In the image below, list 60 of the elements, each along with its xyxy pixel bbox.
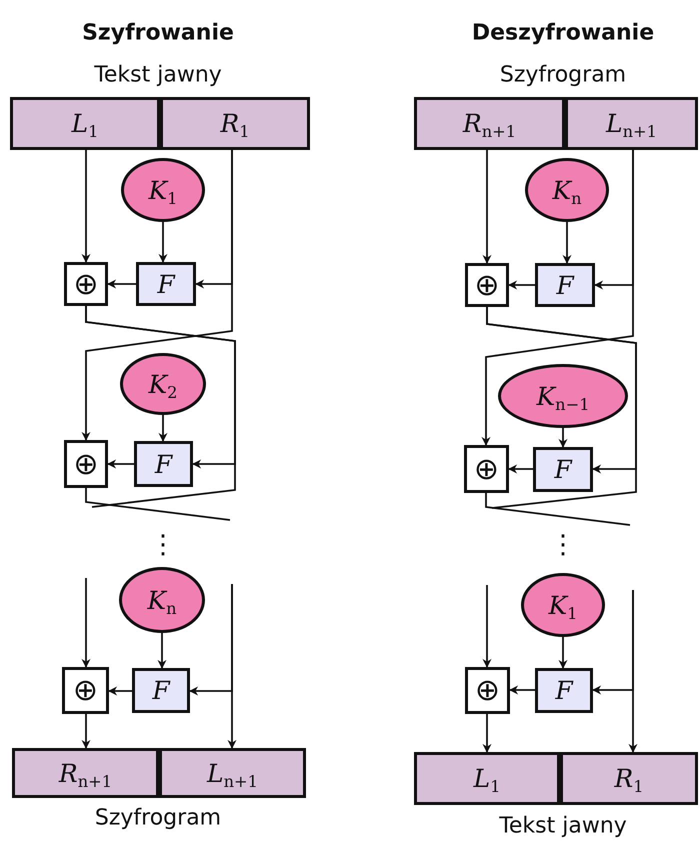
ellipsis-dots: ⋮ xyxy=(150,530,176,560)
function-box: F xyxy=(535,263,595,307)
caption: Tekst jawny xyxy=(499,814,627,838)
arrow xyxy=(628,590,638,753)
function-box: F xyxy=(132,668,190,713)
connector-line xyxy=(485,493,630,526)
arrow xyxy=(82,150,90,263)
block-box: R$_{1}$ xyxy=(160,97,310,150)
heading: Szyfrowanie xyxy=(82,20,234,46)
arrow xyxy=(482,585,492,668)
xor-box: ⊕ xyxy=(64,262,108,306)
connector-line xyxy=(85,488,230,521)
arrow xyxy=(158,222,168,263)
xor-box: ⊕ xyxy=(464,445,509,493)
function-box: F xyxy=(535,668,593,713)
block-box: L$_{1}$ xyxy=(10,97,160,150)
arrow xyxy=(482,150,634,446)
arrow xyxy=(108,686,132,696)
caption: Tekst jawny xyxy=(94,62,222,88)
caption: Szyfrogram xyxy=(500,62,626,88)
arrow xyxy=(107,280,136,288)
block-box: R$_{n+1}$ xyxy=(414,97,565,150)
block-box: L$_{1}$ xyxy=(414,752,560,805)
xor-box: ⊕ xyxy=(62,667,109,714)
xor-box: ⊕ xyxy=(64,440,108,488)
xor-box: ⊕ xyxy=(465,263,509,307)
key-ellipse: K$_{1}$ xyxy=(121,158,205,222)
arrow xyxy=(158,633,166,669)
arrow xyxy=(509,686,535,694)
key-ellipse: K$_{n}$ xyxy=(119,567,205,633)
key-ellipse: K$_{2}$ xyxy=(120,353,206,415)
block-box: R$_{1}$ xyxy=(560,752,698,805)
key-ellipse: K$_{n−1}$ xyxy=(498,364,628,428)
arrow xyxy=(558,637,568,669)
arrow xyxy=(107,460,134,468)
key-ellipse: K$_{n}$ xyxy=(525,158,609,222)
arrow xyxy=(482,714,492,753)
block-box: L$_{n+1}$ xyxy=(159,748,306,798)
block-box: R$_{n+1}$ xyxy=(12,748,159,798)
arrow xyxy=(482,150,492,264)
arrow xyxy=(558,428,568,448)
arrow xyxy=(228,584,236,749)
heading: Deszyfrowanie xyxy=(472,20,654,46)
arrow xyxy=(158,415,168,442)
arrow xyxy=(508,464,533,474)
xor-box: ⊕ xyxy=(465,667,510,714)
function-box: F xyxy=(134,441,193,487)
block-box: L$_{n+1}$ xyxy=(565,97,698,150)
arrow xyxy=(82,150,233,441)
arrow xyxy=(562,222,572,264)
function-box: F xyxy=(136,262,196,306)
function-box: F xyxy=(533,447,593,492)
connector-line xyxy=(486,307,637,509)
arrow xyxy=(508,280,535,290)
arrow xyxy=(82,578,90,668)
key-ellipse: K$_{1}$ xyxy=(521,573,605,637)
ellipsis-dots: ⋮ xyxy=(550,530,576,560)
arrow xyxy=(82,714,90,749)
connector-line xyxy=(85,306,236,508)
caption: Szyfrogram xyxy=(94,806,222,830)
